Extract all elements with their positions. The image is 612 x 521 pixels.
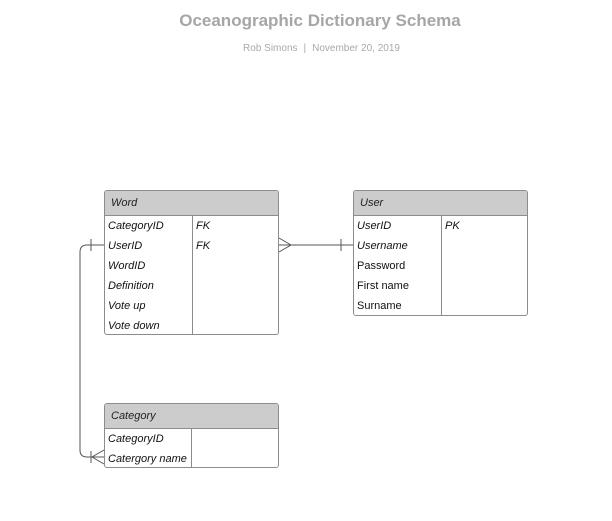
word-category-connector[interactable] xyxy=(79,239,105,465)
separator: | xyxy=(303,43,307,54)
page-title: Oceanographic Dictionary Schema xyxy=(179,11,461,30)
entity-user-body: UserID PK Username Password First name Su… xyxy=(354,216,527,315)
field-name: WordID xyxy=(108,260,146,272)
field-row: Definition xyxy=(105,276,278,296)
entity-category[interactable]: Category CategoryID Catergory name xyxy=(104,403,279,468)
field-name: First name xyxy=(357,280,409,292)
field-row: Vote up xyxy=(105,296,278,316)
entity-user-header: User xyxy=(354,191,527,216)
field-name: Username xyxy=(357,240,408,252)
field-row: Surname xyxy=(354,296,527,315)
entity-word-header: Word xyxy=(105,191,278,216)
field-row: Username xyxy=(354,236,527,256)
entity-category-header: Category xyxy=(105,404,278,429)
field-row: First name xyxy=(354,276,527,296)
field-name: Vote down xyxy=(108,320,160,332)
field-name: Vote up xyxy=(108,300,146,312)
field-name: Surname xyxy=(357,300,402,312)
field-key: PK xyxy=(445,220,460,232)
field-row: UserID FK xyxy=(105,236,278,256)
entity-user[interactable]: User UserID PK Username Password First na… xyxy=(353,190,528,316)
field-name: UserID xyxy=(357,220,392,232)
field-row: WordID xyxy=(105,256,278,276)
field-name: Definition xyxy=(108,280,154,292)
crows-foot-many-icon xyxy=(278,237,292,253)
page-subtitle: Rob Simons | November 20, 2019 xyxy=(0,43,612,54)
entity-category-body: CategoryID Catergory name xyxy=(105,429,278,467)
field-row: Catergory name xyxy=(105,449,278,467)
field-row: CategoryID FK xyxy=(105,216,278,236)
crows-foot-many-icon xyxy=(91,449,105,465)
field-row: Vote down xyxy=(105,316,278,334)
word-user-connector[interactable] xyxy=(278,237,353,253)
field-name: Password xyxy=(357,260,406,272)
field-key: FK xyxy=(196,220,211,232)
author-label: Rob Simons xyxy=(243,43,298,54)
field-row: Password xyxy=(354,256,527,276)
entity-word[interactable]: Word CategoryID FK UserID FK WordID Defini… xyxy=(104,190,279,335)
field-row: UserID PK xyxy=(354,216,527,236)
field-key: FK xyxy=(196,240,211,252)
field-name: CategoryID xyxy=(108,433,164,445)
word-category-line xyxy=(79,244,104,458)
field-name: CategoryID xyxy=(108,220,164,232)
date-label: November 20, 2019 xyxy=(312,43,400,54)
field-name: Catergory name xyxy=(108,453,187,465)
field-name: UserID xyxy=(108,240,143,252)
field-row: CategoryID xyxy=(105,429,278,449)
